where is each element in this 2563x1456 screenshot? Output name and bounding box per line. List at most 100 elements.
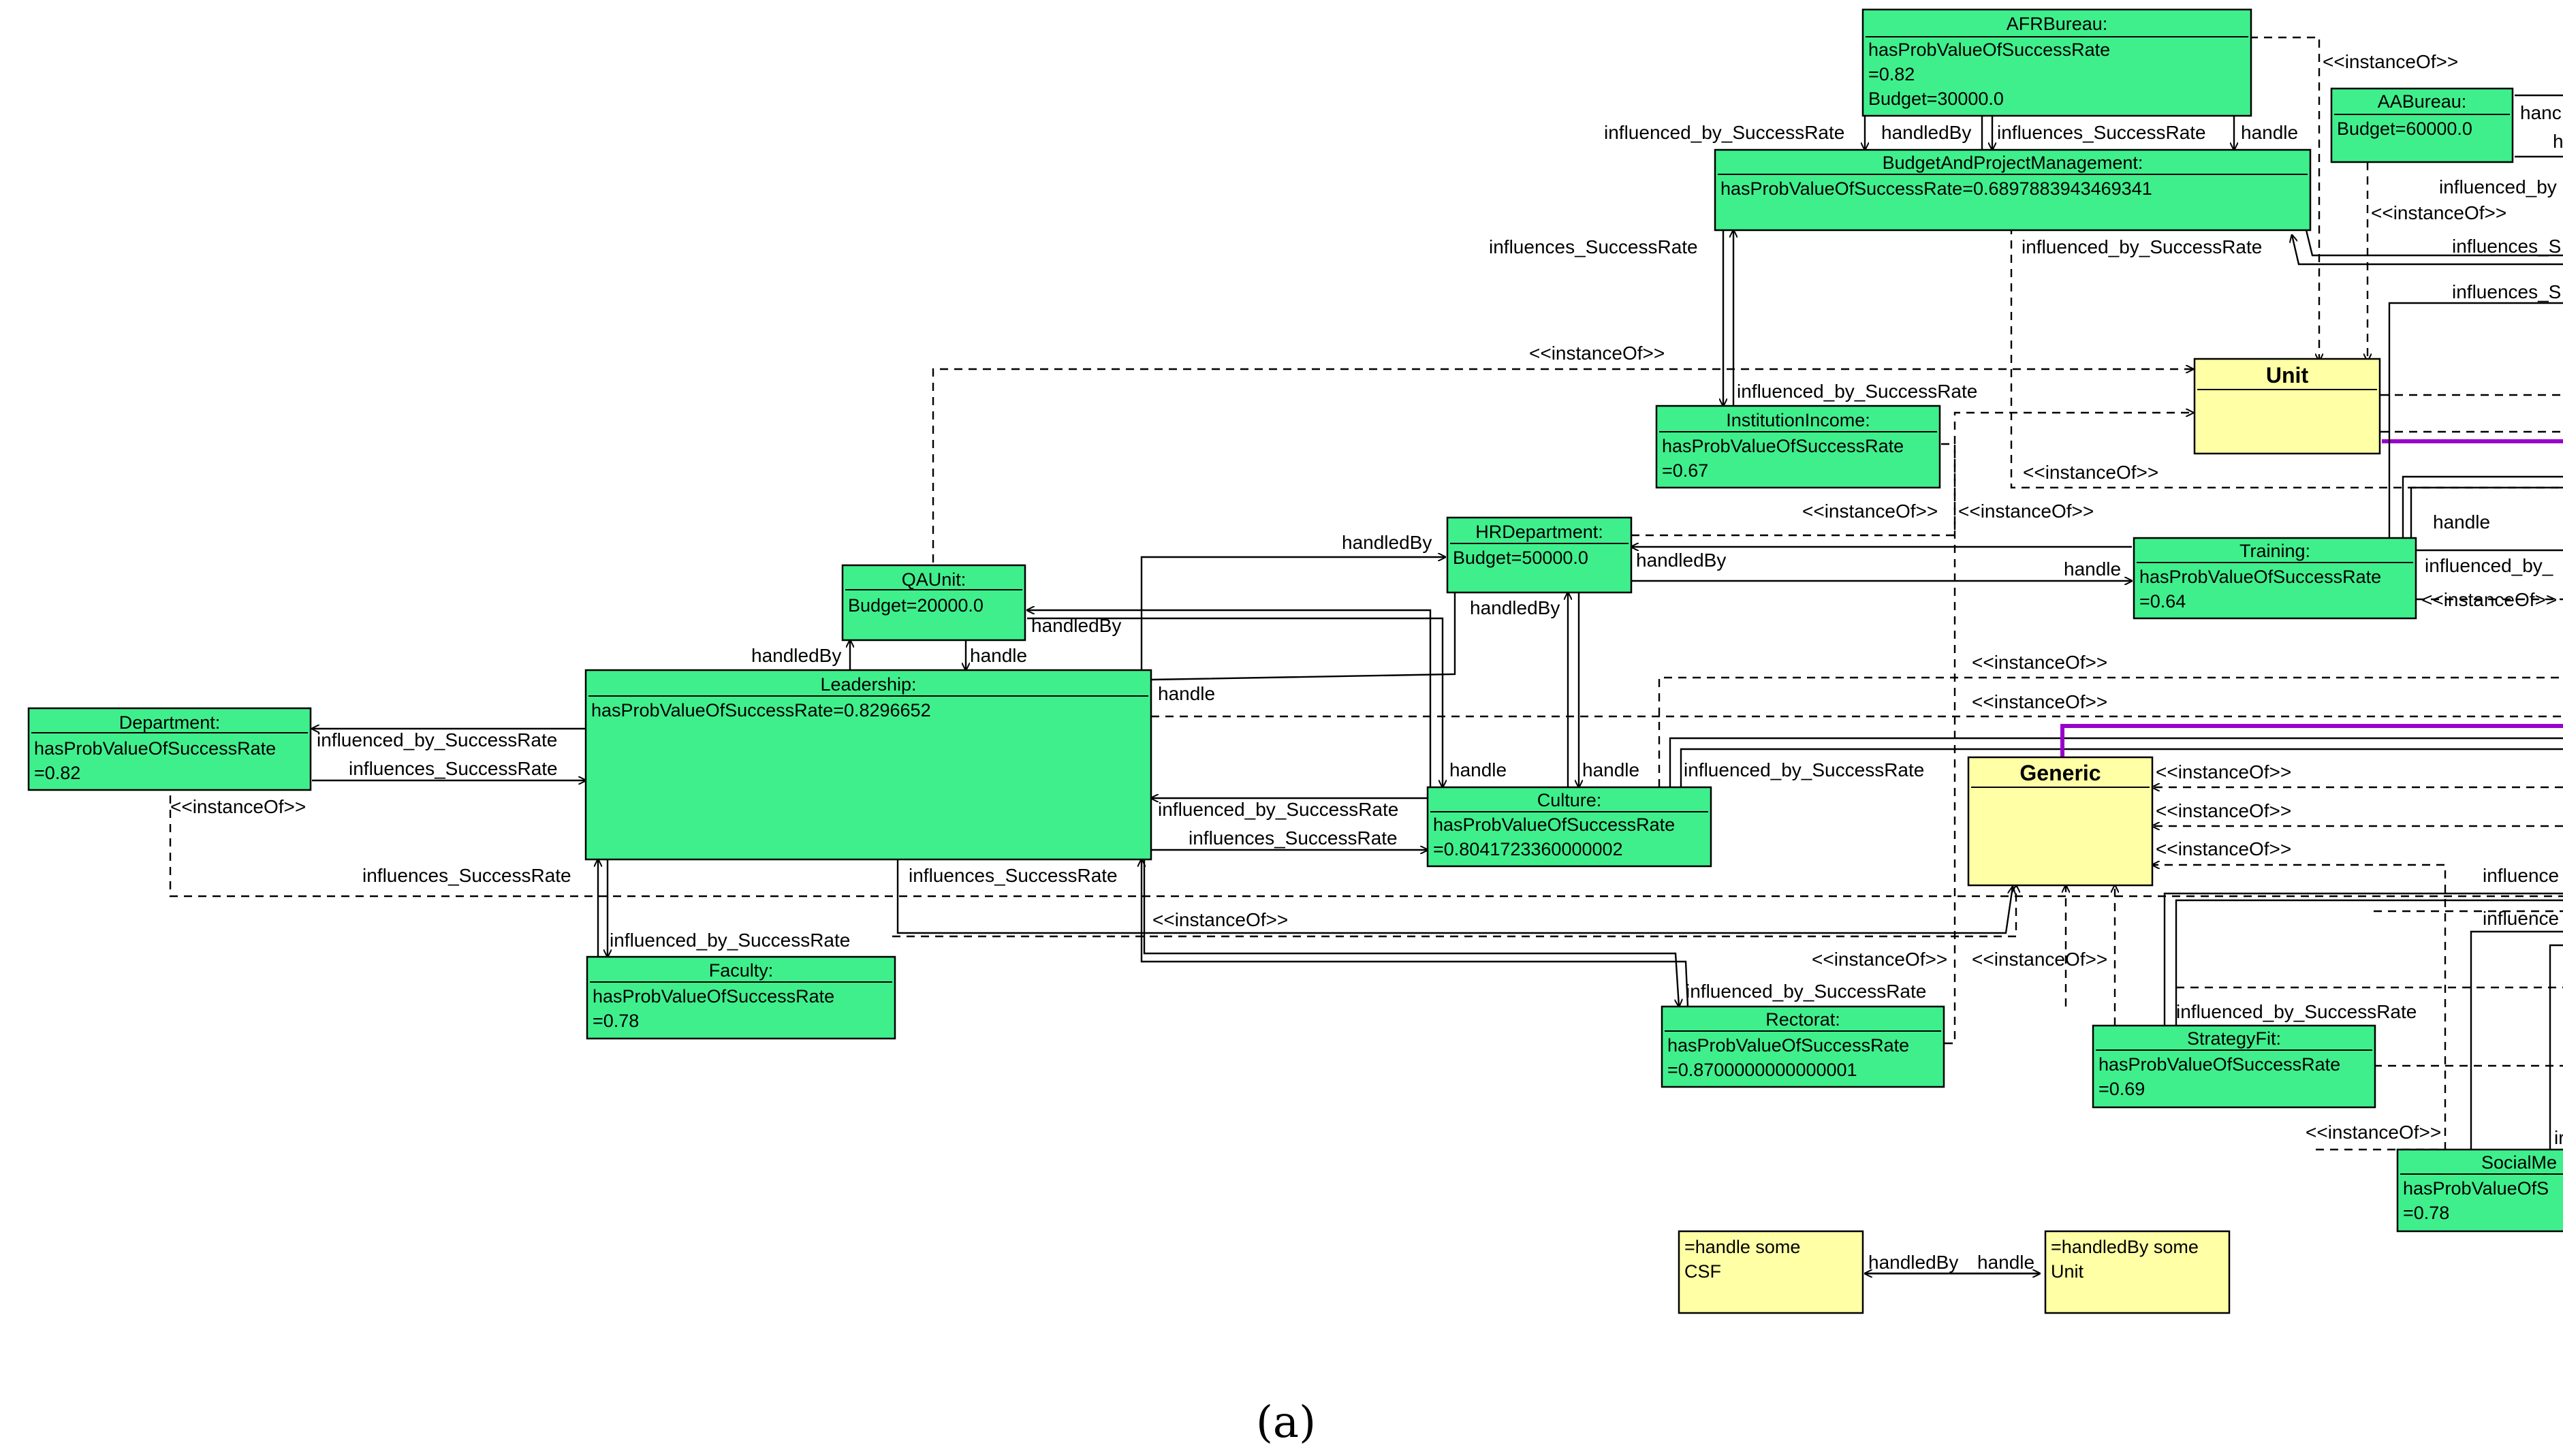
node-rectorat[interactable]: Rectorat: hasProbValueOfSuccessRate =0.8… xyxy=(1661,1005,1945,1088)
edge-right-instanceof-generic-3 xyxy=(2152,865,2447,1151)
edge-labels-layer: influenced_by_SuccessRate handledBy infl… xyxy=(170,51,2563,1273)
label-aab-instanceof: <<instanceOf>> xyxy=(2371,202,2506,223)
label-right-influence-2: influence xyxy=(2483,908,2559,929)
edge-training-right-3 xyxy=(2410,486,2563,538)
label-note-handledby: handledBy xyxy=(1868,1252,1958,1273)
edge-qa-handle-culture xyxy=(1027,617,1443,787)
node-strategy-fit[interactable]: StrategyFit: hasProbValueOfSuccessRate =… xyxy=(2092,1024,2376,1109)
node-afr-bureau[interactable]: AFRBureau: hasProbValueOfSuccessRate =0.… xyxy=(1861,8,2252,117)
node-department[interactable]: Department: hasProbValueOfSuccessRate =0… xyxy=(27,707,312,791)
edge-hr-handle-lead xyxy=(1150,592,1456,681)
node-social-media[interactable]: SocialMe hasProbValueOfS =0.78 xyxy=(2396,1148,2563,1233)
node-line: hasProbValueOfSuccessRate xyxy=(593,986,834,1007)
label-lead-influences-left: influences_SuccessRate xyxy=(362,865,571,886)
node-title: Rectorat: xyxy=(1765,1009,1840,1030)
label-afr-bpm-influences: influences_SuccessRate xyxy=(1997,122,2206,143)
note-handledby-some-unit[interactable]: =handledBy some Unit xyxy=(2044,1230,2231,1314)
edge-social-left-2 xyxy=(2549,944,2563,1150)
instance-nodes-layer: AFRBureau: hasProbValueOfSuccessRate =0.… xyxy=(27,8,2563,1233)
edge-strategy-right-1 xyxy=(2163,892,2563,1026)
label-afr-bpm-handledby: handledBy xyxy=(1881,122,1971,143)
node-line: Budget=20000.0 xyxy=(848,595,984,616)
label-bpm-instanceof: <<instanceOf>> xyxy=(2023,462,2158,483)
edges-layer xyxy=(169,36,2563,1273)
label-aab-hanc: hanc xyxy=(2520,102,2562,123)
node-leadership[interactable]: Leadership: hasProbValueOfSuccessRate=0.… xyxy=(584,669,1152,861)
edge-qa-instanceof-unit xyxy=(932,369,2193,563)
node-culture[interactable]: Culture: hasProbValueOfSuccessRate =0.80… xyxy=(1426,786,1712,868)
edge-lead-handledby-hr xyxy=(1140,557,1445,670)
node-budget-and-project-management[interactable]: BudgetAndProjectManagement: hasProbValue… xyxy=(1714,148,2312,232)
label-lead-handle: handle xyxy=(1158,683,1215,704)
label-note-handle: handle xyxy=(1977,1252,2034,1273)
label-lead-influences-bottom: influences_SuccessRate xyxy=(909,865,1118,886)
label-bpm-influences-left: influences_SuccessRate xyxy=(1489,236,1698,257)
edge-bpm-instanceof-unit xyxy=(2010,226,2563,489)
label-training-handle: handle xyxy=(2433,511,2490,533)
edge-culture-right-1 xyxy=(1669,737,2563,787)
node-hr-department[interactable]: HRDepartment: Budget=50000.0 xyxy=(1446,516,1633,594)
class-nodes-layer: Unit Generic xyxy=(1967,358,2381,887)
node-title: Department: xyxy=(119,712,221,733)
node-title: InstitutionIncome: xyxy=(1726,410,1870,430)
node-line: Budget=30000.0 xyxy=(1868,89,2004,109)
edge-culture-right-2 xyxy=(1680,748,2563,787)
node-title: Training: xyxy=(2239,541,2310,561)
node-line: hasProbValueOfS xyxy=(2403,1178,2549,1199)
node-title: AABureau: xyxy=(2378,91,2467,112)
label-afr-bpm-infl-by: influenced_by_SuccessRate xyxy=(1604,122,1844,143)
label-lead-handledby-hr: handledBy xyxy=(1342,532,1432,553)
label-social-instanceof: <<instanceOf>> xyxy=(2306,1122,2441,1143)
label-faculty-influenced-by: influenced_by_SuccessRate xyxy=(610,930,850,951)
note-line: CSF xyxy=(1684,1261,1721,1282)
node-title: Leadership: xyxy=(820,674,916,695)
label-aab-h: h xyxy=(2553,131,2563,152)
node-line: hasProbValueOfSuccessRate xyxy=(1662,436,1904,456)
label-right-influences-s2: influences_S xyxy=(2452,281,2561,302)
label-rect-influenced-by: influenced_by_SuccessRate xyxy=(1686,981,1926,1002)
label-inst-instanceof: <<instanceOf>> xyxy=(1958,501,2094,522)
node-aa-bureau[interactable]: AABureau: Budget=60000.0 xyxy=(2330,87,2514,163)
edge-strategy-right-2 xyxy=(2175,899,2563,1026)
node-line: hasProbValueOfSuccessRate=0.8296652 xyxy=(591,700,931,721)
edge-social-left-1 xyxy=(2470,930,2563,1150)
label-qa-handledby: handledBy xyxy=(1031,615,1121,636)
note-line: Unit xyxy=(2051,1261,2084,1282)
label-qa-handle-lead: handle xyxy=(970,645,1027,666)
node-line: hasProbValueOfSuccessRate xyxy=(2098,1054,2340,1075)
label-hr-instanceof: <<instanceOf>> xyxy=(1802,501,1938,522)
label-dept-instanceof: <<instanceOf>> xyxy=(170,796,306,817)
node-line: hasProbValueOfSuccessRate xyxy=(1667,1035,1909,1056)
class-unit[interactable]: Unit xyxy=(2193,358,2381,455)
class-generic[interactable]: Generic xyxy=(1967,756,2154,887)
node-line: Budget=50000.0 xyxy=(1453,548,1588,568)
relation-edges xyxy=(312,68,2563,1273)
note-handle-some-csf[interactable]: =handle some CSF xyxy=(1678,1230,1864,1314)
figure-caption: (a) xyxy=(1256,1397,1316,1448)
node-faculty[interactable]: Faculty: hasProbValueOfSuccessRate =0.78 xyxy=(586,955,896,1040)
label-faculty-instanceof: <<instanceOf>> xyxy=(1152,909,1288,930)
node-title: HRDepartment: xyxy=(1475,522,1603,542)
label-rect-instanceof-2: <<instanceOf>> xyxy=(1972,949,2107,970)
label-generic-instanceof-2: <<instanceOf>> xyxy=(1972,691,2107,712)
label-training-influenced-by: influenced_by_ xyxy=(2425,555,2553,576)
node-institution-income[interactable]: InstitutionIncome: hasProbValueOfSuccess… xyxy=(1655,405,1941,489)
label-generic-instanceof-3: <<instanceOf>> xyxy=(2156,761,2291,782)
label-afr-bpm-handle: handle xyxy=(2241,122,2298,143)
edge-culture-handledby-qa xyxy=(1027,610,1432,787)
edge-training-right-2 xyxy=(2402,475,2563,538)
node-qa-unit[interactable]: QAUnit: Budget=20000.0 xyxy=(841,564,1026,642)
label-culture-handle-1: handle xyxy=(1449,759,1507,780)
node-line: =0.8041723360000002 xyxy=(1433,839,1623,859)
node-training[interactable]: Training: hasProbValueOfSuccessRate =0.6… xyxy=(2133,537,2417,620)
node-line: =0.82 xyxy=(34,763,80,783)
label-hr-handledby-culture: handledBy xyxy=(1470,597,1560,618)
label-afr-instanceof: <<instanceOf>> xyxy=(2323,51,2458,72)
class-title: Generic xyxy=(2019,761,2101,785)
node-title: Faculty: xyxy=(709,960,774,981)
label-culture-influenced-by-right: influenced_by_SuccessRate xyxy=(1684,759,1924,780)
label-dept-influences: influences_SuccessRate xyxy=(349,758,558,779)
instanceof-edges xyxy=(169,36,2563,1151)
node-line: =0.67 xyxy=(1662,460,1708,481)
